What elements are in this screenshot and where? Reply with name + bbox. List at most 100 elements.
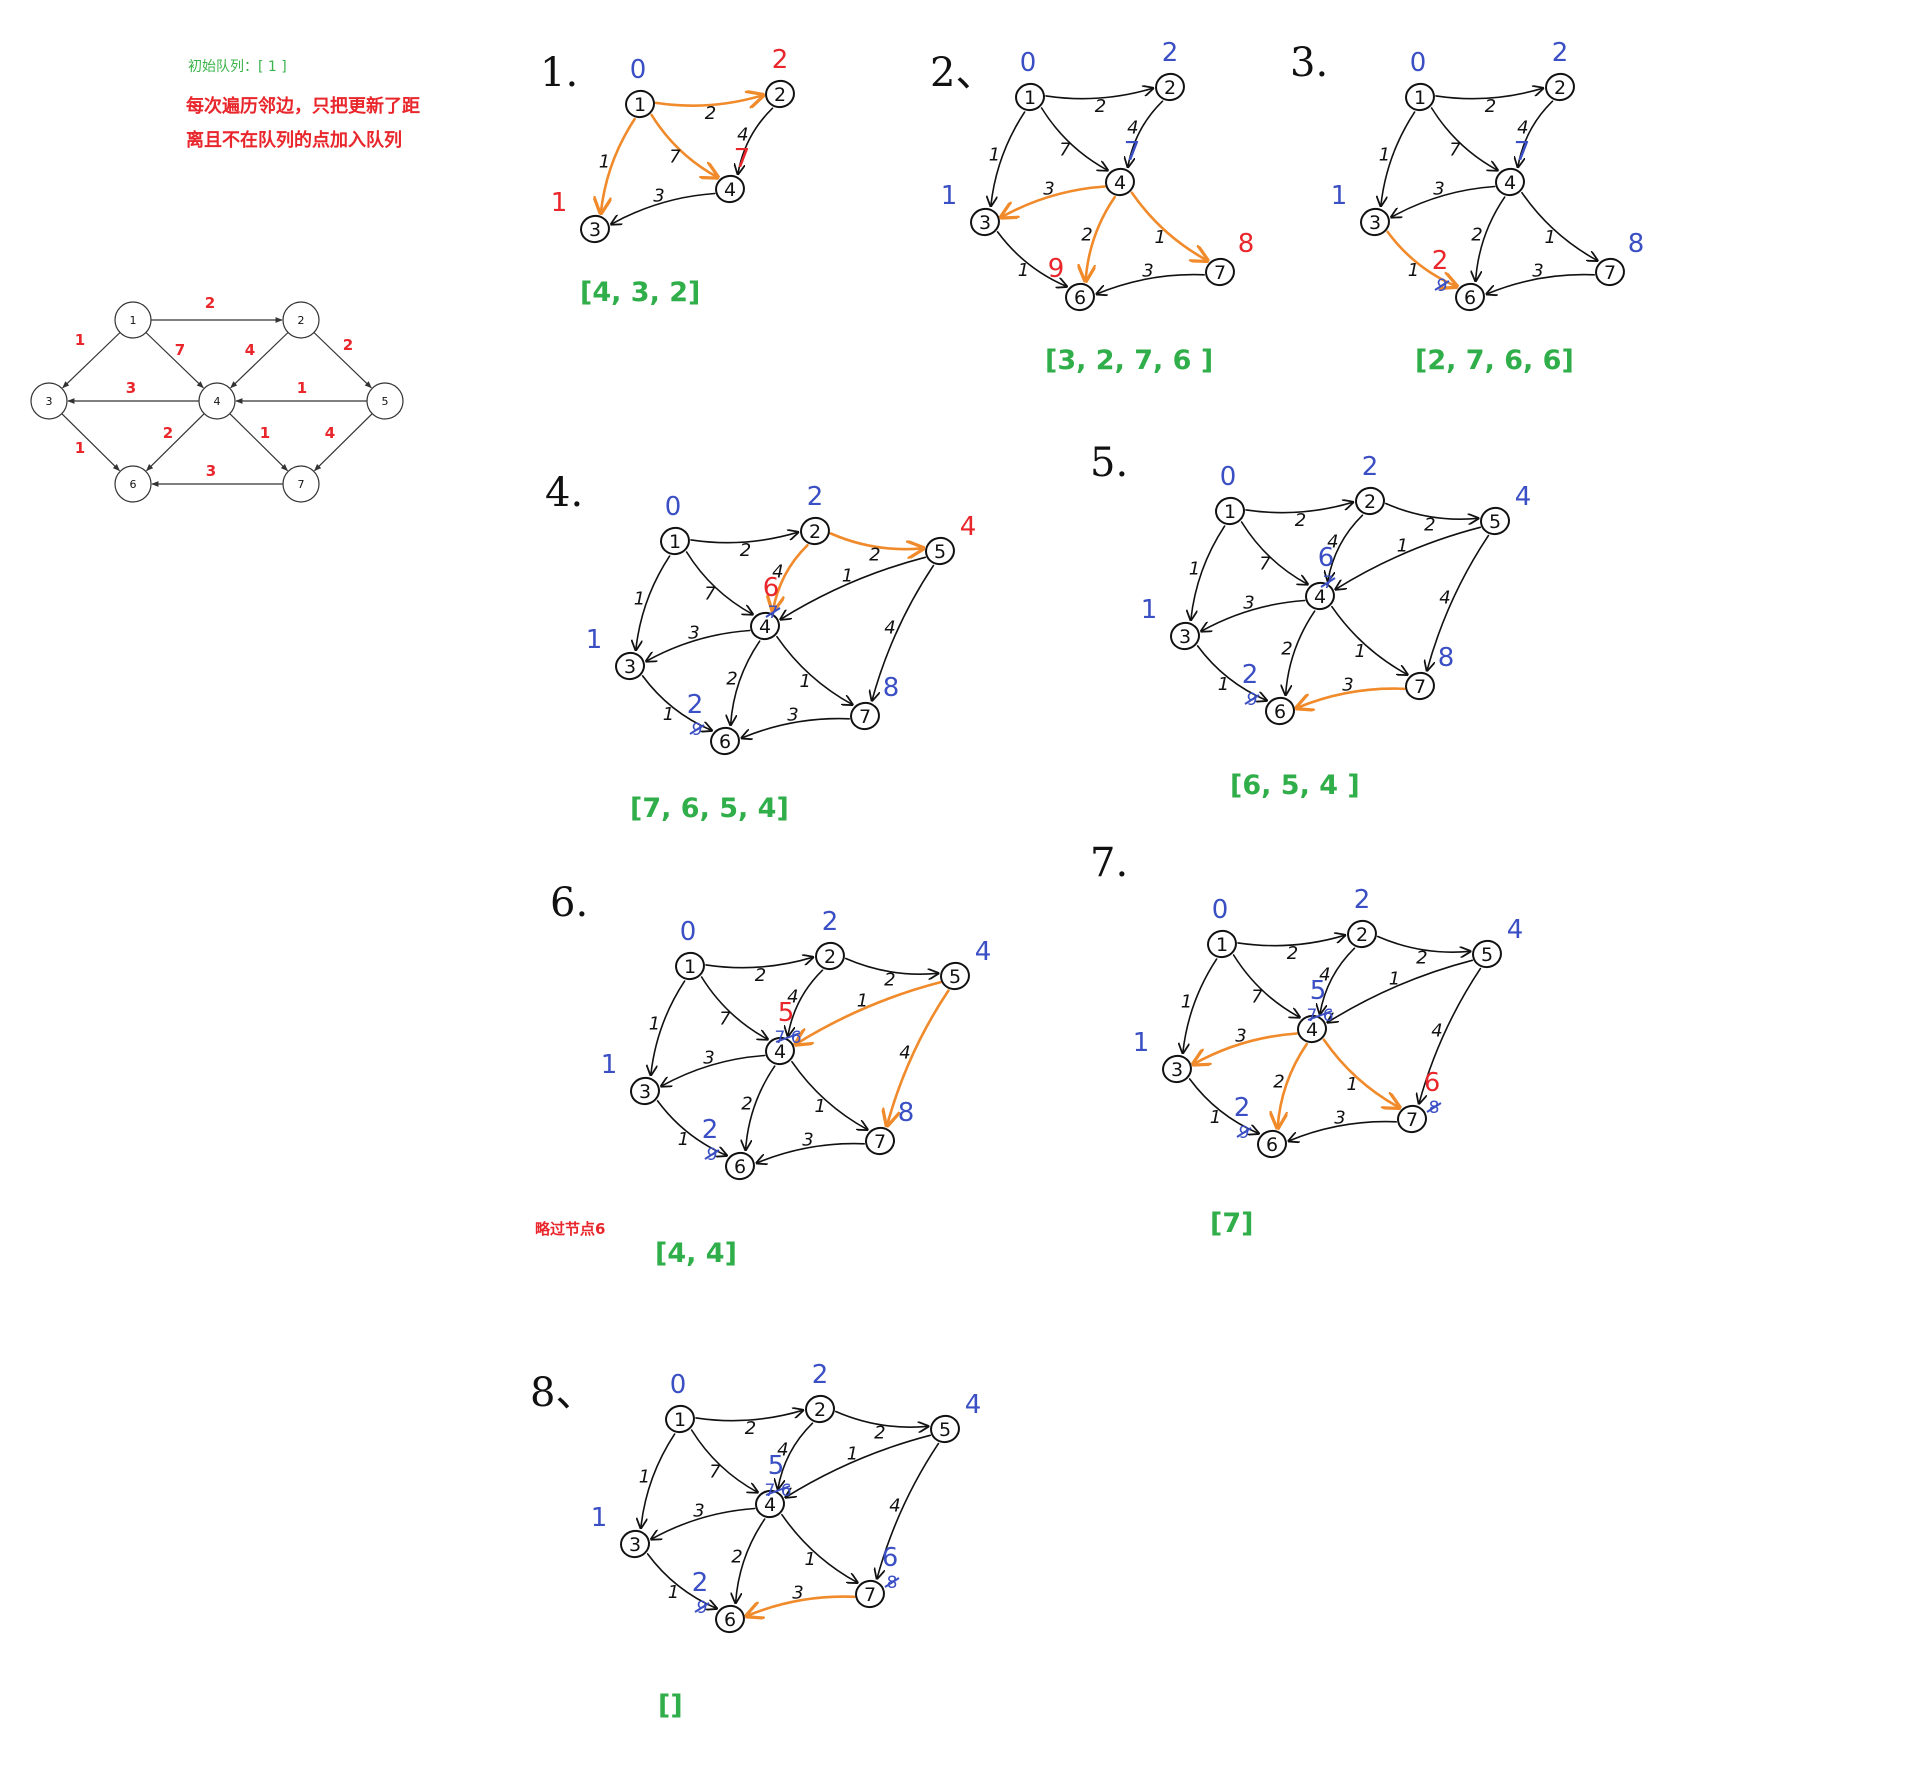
node-3 <box>580 214 610 244</box>
node-1 <box>665 1404 695 1434</box>
edge-1-3 <box>1381 111 1416 206</box>
edge-4-6 <box>731 640 761 725</box>
step-label: 7. <box>1090 840 1129 886</box>
edge-3-6 <box>1188 1078 1259 1134</box>
edge-weight: 1 <box>1389 968 1400 989</box>
edge-2-4 <box>1328 514 1364 581</box>
edge-weight: 3 <box>1334 1108 1345 1129</box>
edge-weight: 4 <box>899 1042 910 1063</box>
edge-weight: 1 <box>1181 991 1192 1012</box>
distance-label: 6 <box>1318 543 1335 573</box>
edge-4-7 <box>776 635 853 705</box>
step-7: 21742311214310223147 6554692786 <box>1133 885 1524 1159</box>
edge-weight: 7 <box>719 1008 731 1029</box>
ref-edge-1-4 <box>145 332 204 389</box>
edge-weight: 2 <box>1081 224 1092 245</box>
edge-weight: 2 <box>740 540 751 561</box>
edge-weight: 2 <box>874 1423 885 1444</box>
edge-3-6 <box>656 1100 727 1156</box>
edge-weight: 1 <box>634 588 645 609</box>
node-7 <box>1405 671 1435 701</box>
edge-4-3 <box>661 1054 766 1087</box>
node-label: 7 <box>1214 262 1226 284</box>
edge-weight: 2 <box>1095 96 1106 117</box>
edge-weight: 3 <box>653 185 664 206</box>
node-2 <box>1347 919 1377 949</box>
edge-weight: 2 <box>1273 1071 1284 1092</box>
edge-5-4 <box>786 1434 932 1497</box>
rule-note-line-2: 离且不在队列的点加入队列 <box>186 130 402 151</box>
distance-label: 4 <box>965 1390 982 1420</box>
edge-weight: 2 <box>869 545 880 566</box>
ref-node-label: 3 <box>46 395 53 408</box>
edge-5-7 <box>1427 534 1490 671</box>
node-label: 1 <box>1216 934 1228 956</box>
distance-label: 5 <box>768 1451 785 1481</box>
ref-edge-weight: 4 <box>245 341 255 359</box>
node-2 <box>805 1394 835 1424</box>
edge-4-3 <box>1201 599 1306 632</box>
node-label: 2 <box>1554 77 1566 99</box>
step-label: 5. <box>1090 440 1129 486</box>
edge-4-6 <box>1476 196 1506 281</box>
edge-4-6-active <box>1086 195 1116 281</box>
edge-weight: 1 <box>1379 144 1390 165</box>
edge-weight: 1 <box>639 1466 650 1487</box>
ref-edge-4-6 <box>146 413 205 472</box>
edge-1-3-active <box>601 117 636 213</box>
edge-weight: 1 <box>1155 227 1166 248</box>
edge-weight: 1 <box>842 565 853 586</box>
distance-label: 0 <box>680 917 697 947</box>
step-3: 2174312131022314769278 <box>1331 38 1644 312</box>
ref-node-2 <box>282 301 320 339</box>
step-6: 21742311214310223147 655469278 <box>601 907 991 1181</box>
node-2 <box>815 941 845 971</box>
node-2 <box>1355 486 1385 516</box>
edge-1-2 <box>1435 88 1543 100</box>
edge-2-4 <box>788 969 824 1036</box>
node-label: 4 <box>774 1041 786 1063</box>
node-1 <box>625 89 655 119</box>
distance-label: 1 <box>941 181 958 211</box>
edge-weight: 4 <box>1517 118 1528 139</box>
node-3 <box>615 651 645 681</box>
distance-label: 2 <box>772 45 789 75</box>
edge-weight: 2 <box>731 1546 742 1567</box>
edge-weight: 7 <box>669 146 681 167</box>
edge-1-2 <box>705 957 813 969</box>
node-label: 3 <box>639 1081 651 1103</box>
edge-7-6 <box>742 717 850 738</box>
edge-weight: 2 <box>745 1418 756 1439</box>
edge-weight: 3 <box>802 1130 813 1151</box>
step-label: 8、 <box>530 1370 596 1416</box>
edge-4-7-active <box>1130 191 1208 261</box>
node-label: 7 <box>1406 1109 1418 1131</box>
edge-4-7-active <box>1322 1038 1400 1108</box>
edge-weight: 3 <box>1243 592 1254 613</box>
edge-1-2 <box>695 1410 803 1422</box>
node-label: 1 <box>1024 87 1036 109</box>
edge-weight: 3 <box>792 1583 803 1604</box>
distance-label: 4 <box>1515 482 1532 512</box>
edge-4-3-active <box>1001 185 1106 218</box>
edge-2-5 <box>1385 502 1478 520</box>
strike-mark <box>694 1602 710 1613</box>
strike-mark <box>1244 694 1260 705</box>
distance-label: 2 <box>807 482 824 512</box>
edge-4-6-active <box>1278 1042 1308 1128</box>
ref-node-label: 1 <box>130 314 137 327</box>
edge-1-3 <box>651 980 686 1075</box>
edge-5-4 <box>781 556 927 619</box>
ref-edge-weight: 1 <box>297 379 307 397</box>
edge-5-4 <box>1336 526 1482 589</box>
distance-label: 5 <box>778 998 795 1028</box>
node-4 <box>1297 1014 1327 1044</box>
ref-node-5 <box>366 382 404 420</box>
queue-state: [7, 6, 5, 4] <box>630 793 789 824</box>
node-label: 3 <box>1171 1059 1183 1081</box>
distance-label: 4 <box>1507 915 1524 945</box>
edge-5-4 <box>1328 959 1474 1022</box>
edge-weight: 2 <box>741 1093 752 1114</box>
edge-weight: 2 <box>726 668 737 689</box>
ref-edge-weight: 1 <box>75 439 85 457</box>
